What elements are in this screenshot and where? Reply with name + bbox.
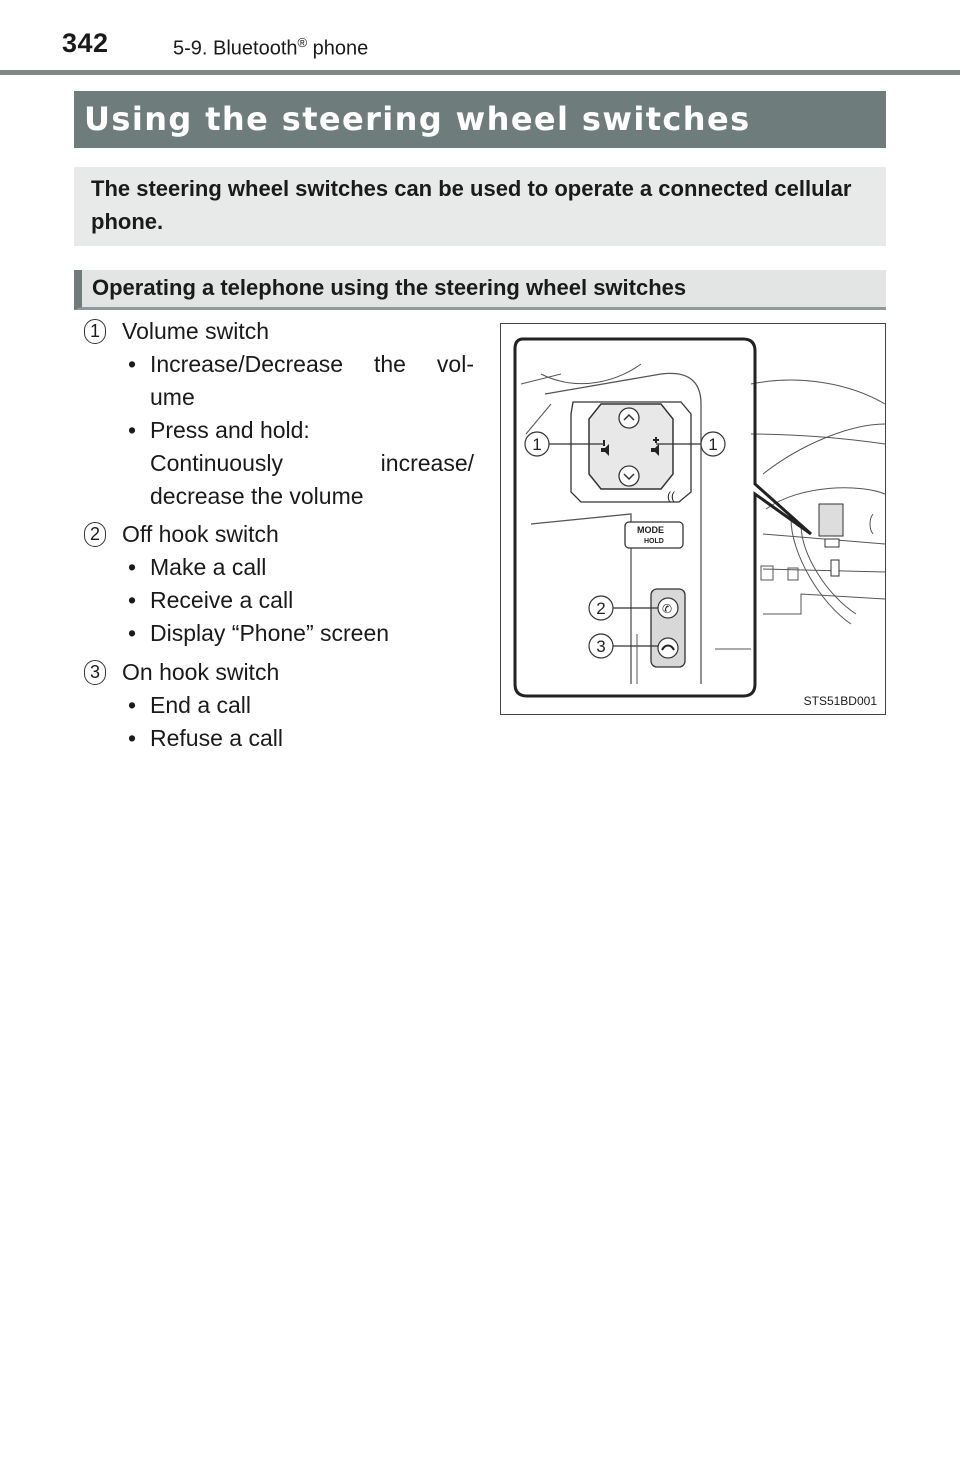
svg-text:✆: ✆: [662, 602, 672, 616]
item-bullets: End a call Refuse a call: [84, 689, 474, 755]
item-number-badge: 1: [84, 319, 106, 344]
page-number: 342: [62, 28, 109, 58]
bullet-text: decrease the volume: [150, 483, 364, 509]
bullet-continuation: Continuously increase/: [128, 447, 474, 480]
bullet-text: Receive a call: [150, 587, 294, 613]
bullet-text: Refuse a call: [150, 725, 283, 751]
item-number-badge: 3: [84, 660, 106, 685]
bullet: Make a call: [128, 551, 474, 584]
callout-1-right: 1: [708, 435, 717, 454]
list-item-off-hook-switch: 2 Off hook switch Make a call Receive a …: [84, 518, 474, 650]
bullet: Display “Phone” screen: [128, 617, 474, 650]
item-title: On hook switch: [122, 659, 280, 685]
figure-code: STS51BD001: [803, 694, 877, 708]
item-title: Volume switch: [122, 318, 270, 344]
hold-button-label: HOLD: [644, 538, 664, 545]
bullet-text: Display “Phone” screen: [150, 620, 390, 646]
svg-text:((: ((: [667, 489, 675, 503]
bullet-text: End a call: [150, 692, 252, 718]
list-item-on-hook-switch: 3 On hook switch End a call Refuse a cal…: [84, 656, 474, 755]
callouts: [524, 431, 726, 659]
callout-2: 2: [596, 599, 605, 618]
steering-switch-illustration: (( MODE HOLD ✆ 1 1 2 3: [513, 337, 886, 698]
subheading-text: Operating a telephone using the steering…: [92, 275, 687, 300]
bullet: Increase/Decrease the vol- ume: [128, 348, 474, 414]
steering-switch-figure: (( MODE HOLD ✆ 1 1 2 3: [500, 323, 886, 715]
section-reference: 5-9. Bluetooth® phone: [173, 35, 368, 61]
item-bullets: Increase/Decrease the vol- ume Press and…: [84, 348, 474, 513]
bullet-text: Increase/Decrease the vol- ume: [150, 351, 474, 410]
bullet-continuation: decrease the volume: [128, 480, 474, 513]
bullet-text: Continuously increase/: [150, 450, 474, 476]
bullet-text: Make a call: [150, 554, 267, 580]
bullet: End a call: [128, 689, 474, 722]
mode-button-label: MODE: [637, 525, 664, 535]
top-rule: [0, 70, 960, 75]
intro-box: The steering wheel switches can be used …: [74, 167, 886, 246]
registered-mark: ®: [297, 35, 308, 50]
bullet: Press and hold:: [128, 414, 474, 447]
item-bullets: Make a call Receive a call Display “Phon…: [84, 551, 474, 650]
item-number-badge: 2: [84, 522, 106, 547]
callout-3: 3: [596, 637, 605, 656]
section-suffix: phone: [307, 37, 369, 60]
intro-text: The steering wheel switches can be used …: [91, 176, 852, 234]
page-title: Using the steering wheel switches: [74, 91, 886, 148]
section-label: 5-9. Bluetooth: [173, 37, 298, 60]
subheading: Operating a telephone using the steering…: [74, 270, 886, 310]
list-item-volume-switch: 1 Volume switch Increase/Decrease the vo…: [84, 315, 474, 513]
bullet-text: Press and hold:: [150, 417, 310, 443]
bullet: Refuse a call: [128, 722, 474, 755]
bullet: Receive a call: [128, 584, 474, 617]
callout-1-left: 1: [532, 435, 541, 454]
item-title: Off hook switch: [122, 521, 279, 547]
